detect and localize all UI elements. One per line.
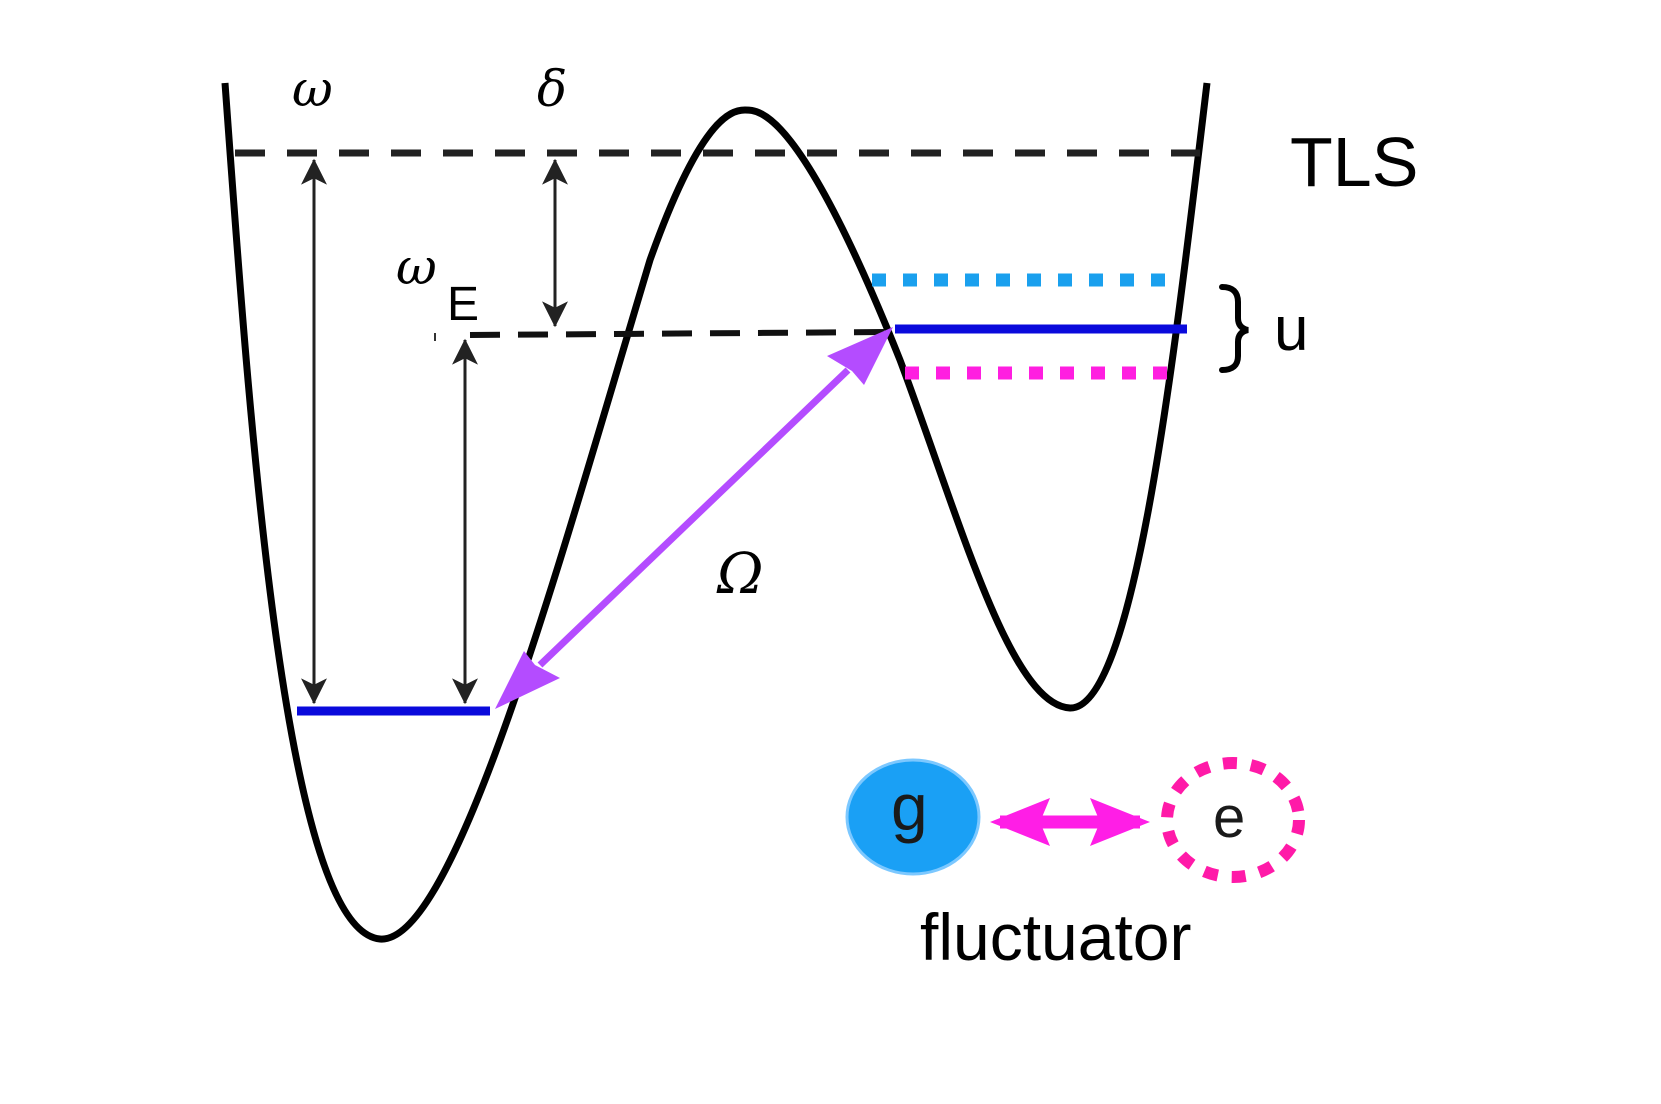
- middle-dashed-level: [469, 329, 891, 338]
- omega-e-symbol: ω: [396, 238, 437, 296]
- u-brace: [1219, 284, 1249, 373]
- excited-state-label: e: [1213, 785, 1245, 850]
- tunneling-omega-label: Ω: [716, 542, 763, 607]
- double-well-potential: [221, 82, 1211, 943]
- fluctuator-ground-state: [845, 758, 981, 876]
- omega-label: ω: [292, 60, 333, 118]
- tunneling-arrow: [495, 327, 893, 709]
- tls-label: TLS: [1290, 123, 1418, 201]
- ground-state-label: g: [891, 770, 928, 844]
- u-label: u: [1274, 295, 1308, 364]
- fluctuator-label: fluctuator: [920, 900, 1191, 974]
- fluctuator-excited-state: [1161, 757, 1305, 883]
- delta-label: δ: [537, 60, 567, 118]
- fluctuator-arrow: [990, 798, 1150, 846]
- omega-e-subscript: E: [447, 278, 479, 331]
